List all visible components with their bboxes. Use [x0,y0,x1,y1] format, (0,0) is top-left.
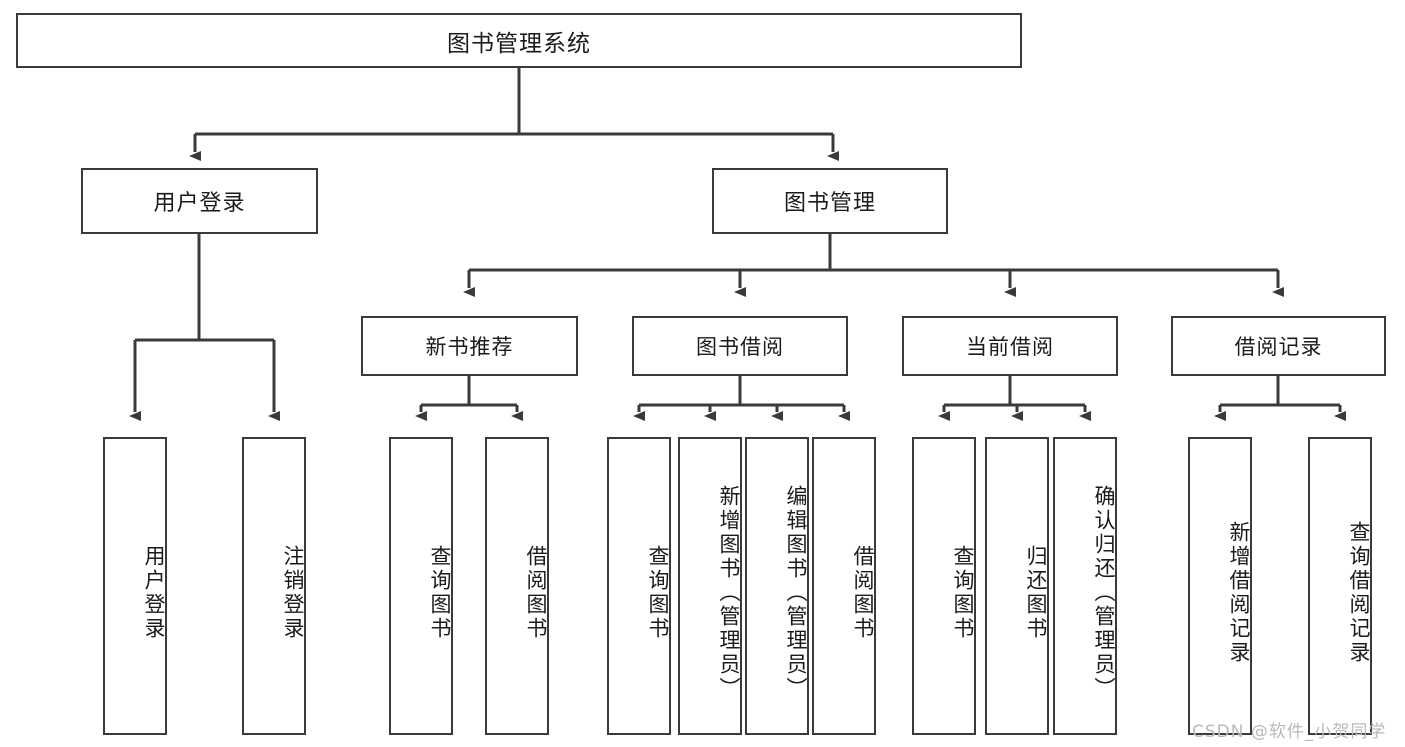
node-label: 查询图书 [951,545,975,641]
node-leaf-query-book-borrow[interactable]: 查询图书 [607,437,671,735]
node-leaf-return-book[interactable]: 归还图书 [985,437,1049,735]
node-leaf-query-borrow-record[interactable]: 查询借阅记录 [1308,437,1372,735]
node-label: 新增图书（管理员） [717,485,741,701]
node-label: 图书借阅 [696,335,784,359]
node-label: 注销登录 [281,545,305,641]
node-leaf-add-borrow-record[interactable]: 新增借阅记录 [1188,437,1252,735]
node-level1-user-login[interactable]: 用户登录 [81,168,318,234]
node-level2-new-book-recommend[interactable]: 新书推荐 [361,316,578,376]
node-level2-book-borrow[interactable]: 图书借阅 [632,316,848,376]
node-label: 确认归还（管理员） [1092,485,1116,701]
node-label: 当前借阅 [966,335,1054,359]
node-leaf-user-login[interactable]: 用户登录 [103,437,167,735]
node-level2-borrow-record[interactable]: 借阅记录 [1171,316,1386,376]
node-leaf-add-book-admin[interactable]: 新增图书（管理员） [678,437,742,735]
node-label: 查询图书 [428,545,452,641]
node-leaf-query-book-current[interactable]: 查询图书 [912,437,976,735]
node-level1-book-management[interactable]: 图书管理 [712,168,948,234]
node-label: 查询图书 [646,545,670,641]
node-leaf-edit-book-admin[interactable]: 编辑图书（管理员） [745,437,809,735]
node-leaf-borrow-book-newbook[interactable]: 借阅图书 [485,437,549,735]
node-label: 用户登录 [142,545,166,641]
node-label: 借阅记录 [1234,335,1323,359]
node-label: 借阅图书 [851,545,875,641]
node-root-label: 图书管理系统 [447,30,591,57]
node-label: 新书推荐 [425,335,514,359]
csdn-watermark: CSDN @软件_小贺同学 [1192,722,1387,742]
node-root[interactable]: 图书管理系统 [16,13,1022,68]
node-label: 借阅图书 [524,545,548,641]
node-label: 用户登录 [153,191,246,216]
node-leaf-confirm-return-admin[interactable]: 确认归还（管理员） [1053,437,1117,735]
node-label: 归还图书 [1024,545,1048,641]
node-label: 编辑图书（管理员） [784,485,808,701]
node-leaf-logout[interactable]: 注销登录 [242,437,306,735]
node-label: 新增借阅记录 [1227,521,1251,665]
node-leaf-query-book-newbook[interactable]: 查询图书 [389,437,453,735]
node-label: 图书管理 [783,191,876,216]
node-leaf-lend-book[interactable]: 借阅图书 [812,437,876,735]
node-level2-current-borrow[interactable]: 当前借阅 [902,316,1118,376]
node-label: 查询借阅记录 [1347,521,1371,665]
